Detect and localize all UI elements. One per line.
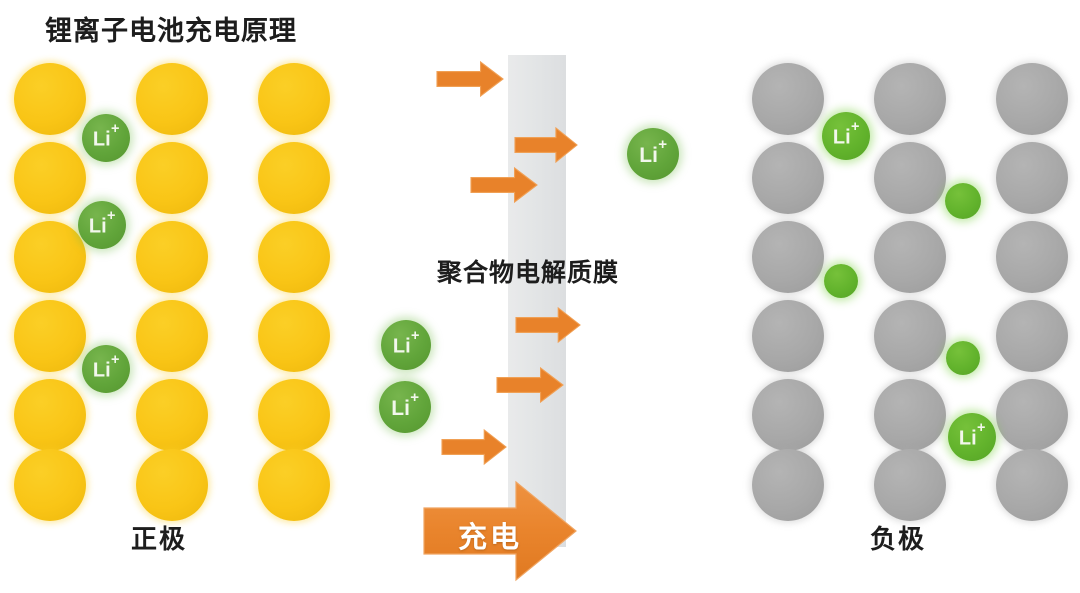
ion-label: Li+ <box>958 420 986 450</box>
anode-particle <box>874 300 946 372</box>
ion-anode-5: Li+ <box>948 413 996 461</box>
ion-anode-4 <box>946 341 980 375</box>
anode-particle <box>752 63 824 135</box>
cathode-particle <box>136 449 208 521</box>
anode-particle <box>752 379 824 451</box>
anode-particle <box>996 142 1068 214</box>
flow-arrow-4 <box>515 306 581 344</box>
cathode-particle <box>14 142 86 214</box>
cathode-particle <box>14 449 86 521</box>
cathode-particle <box>258 300 330 372</box>
page-title: 锂离子电池充电原理 <box>45 16 297 46</box>
anode-particle <box>996 379 1068 451</box>
cathode-particle <box>136 63 208 135</box>
anode-particle <box>996 449 1068 521</box>
anode-particle <box>874 449 946 521</box>
ion-label: Li+ <box>92 121 120 151</box>
anode-particle <box>996 300 1068 372</box>
cathode-particle <box>258 63 330 135</box>
anode-particle <box>752 449 824 521</box>
ion-label: Li+ <box>391 389 420 420</box>
anode-particle <box>874 63 946 135</box>
cathode-particle <box>258 379 330 451</box>
ion-label: Li+ <box>832 119 860 149</box>
charge-direction-arrow: 充电 <box>423 480 577 582</box>
ion-anode-1: Li+ <box>822 112 870 160</box>
flow-arrow-1 <box>436 60 504 98</box>
ion-cathode-2: Li+ <box>78 201 126 249</box>
cathode-particle <box>14 379 86 451</box>
cathode-particle <box>136 221 208 293</box>
anode-particle <box>752 300 824 372</box>
charge-arrow-label: 充电 <box>458 522 523 554</box>
cathode-particle <box>14 221 86 293</box>
ion-membrane-2: Li+ <box>381 320 431 370</box>
cathode-particle <box>136 142 208 214</box>
anode-caption: 负极 <box>870 524 927 554</box>
anode-particle <box>996 63 1068 135</box>
flow-arrow-2 <box>514 126 578 164</box>
flow-arrow-6 <box>441 428 507 466</box>
anode-particle <box>874 142 946 214</box>
cathode-particle <box>14 300 86 372</box>
ion-anode-2 <box>945 183 981 219</box>
ion-label: Li+ <box>392 328 420 358</box>
anode-particle <box>874 221 946 293</box>
flow-arrow-3 <box>470 166 538 204</box>
cathode-particle <box>258 221 330 293</box>
cathode-caption: 正极 <box>131 524 188 554</box>
ion-label: Li+ <box>92 352 120 382</box>
anode-particle <box>996 221 1068 293</box>
ion-cathode-1: Li+ <box>82 114 130 162</box>
cathode-particle <box>14 63 86 135</box>
ion-label: Li+ <box>88 208 116 238</box>
anode-particle <box>752 142 824 214</box>
anode-particle <box>874 379 946 451</box>
cathode-particle <box>136 379 208 451</box>
ion-cathode-3: Li+ <box>82 345 130 393</box>
flow-arrow-5 <box>496 366 564 404</box>
ion-label: Li+ <box>639 136 668 167</box>
ion-membrane-3: Li+ <box>379 381 431 433</box>
cathode-particle <box>258 449 330 521</box>
ion-anode-3 <box>824 264 858 298</box>
anode-particle <box>752 221 824 293</box>
cathode-particle <box>258 142 330 214</box>
ion-membrane-1: Li+ <box>627 128 679 180</box>
membrane-label: 聚合物电解质膜 <box>437 259 620 287</box>
cathode-particle <box>136 300 208 372</box>
